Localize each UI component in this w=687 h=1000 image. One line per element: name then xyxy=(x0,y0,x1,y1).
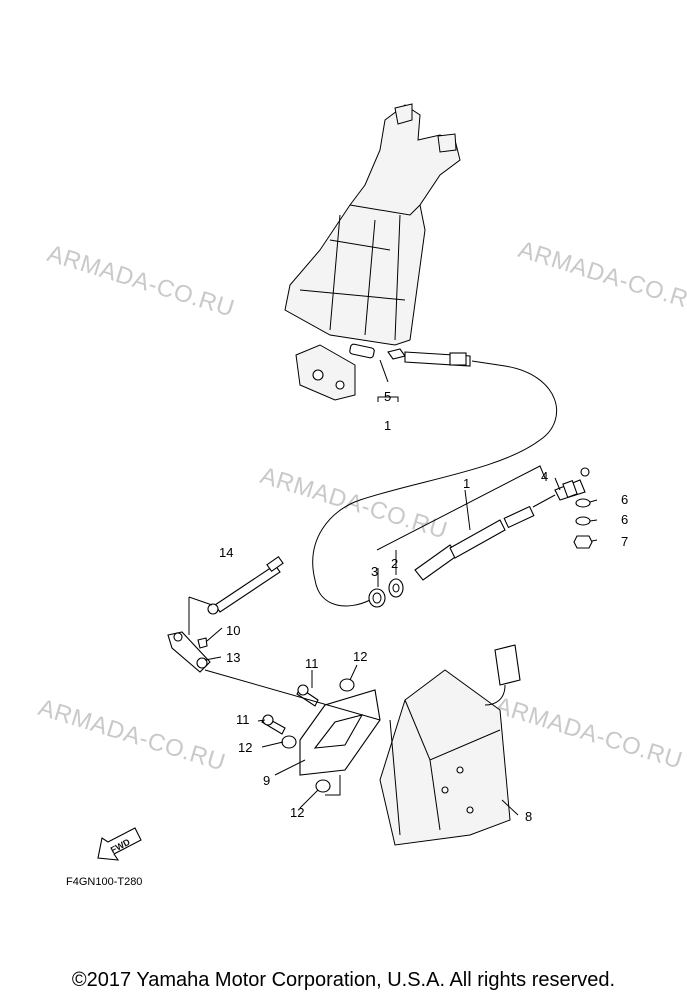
callout-1-lower: 1 xyxy=(463,476,471,491)
callout-4: 4 xyxy=(541,469,549,484)
bolts-collars xyxy=(261,678,355,793)
throttle-cable-lower xyxy=(414,467,590,581)
callout-7: 7 xyxy=(621,534,629,549)
connecting-rod xyxy=(207,555,284,615)
washers-nuts xyxy=(573,498,593,549)
callout-1-top: 1 xyxy=(384,418,392,433)
callout-6b: 6 xyxy=(621,512,629,527)
steering-column-bracket xyxy=(284,103,461,401)
callout-8: 8 xyxy=(525,809,533,824)
callout-2: 2 xyxy=(391,556,399,571)
callout-5: 5 xyxy=(384,389,392,404)
fwd-arrow-icon xyxy=(97,827,142,861)
callout-12a: 12 xyxy=(353,649,368,664)
collar-and-washer xyxy=(368,578,404,608)
lever-assembly xyxy=(167,631,211,673)
copyright-text: ©2017 Yamaha Motor Corporation, U.S.A. A… xyxy=(71,969,616,991)
callout-12b: 12 xyxy=(238,740,253,755)
leader-lines xyxy=(188,359,598,816)
upper-cable-fitting xyxy=(312,343,557,607)
callout-3: 3 xyxy=(371,564,379,579)
callout-10: 10 xyxy=(226,623,241,638)
control-unit-box xyxy=(379,644,521,846)
callout-14: 14 xyxy=(219,545,234,560)
callout-6a: 6 xyxy=(621,492,629,507)
callout-13: 13 xyxy=(226,650,241,665)
callout-11b: 11 xyxy=(236,712,250,727)
callout-9: 9 xyxy=(263,773,271,788)
callout-12c: 12 xyxy=(290,805,305,820)
diagram-code: F4GN100-T280 xyxy=(66,876,143,888)
callout-11a: 11 xyxy=(305,656,319,671)
